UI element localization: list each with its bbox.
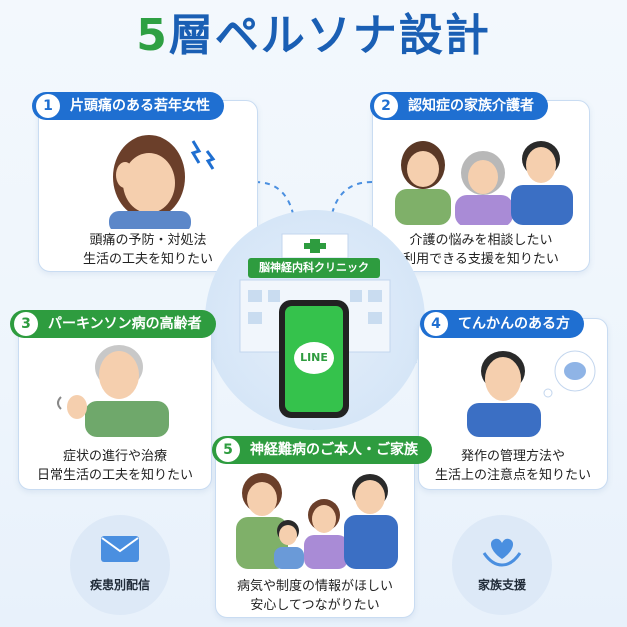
persona-card-4: 発作の管理方法や 生活上の注意点を知りたい [418,318,608,490]
persona-number-1: 1 [36,94,60,118]
title-text: 層ペルソナ設計 [168,10,491,61]
persona-5-line-1: 病気や制度の情報がほしい [236,579,393,594]
persona-4-line-2: 生活上の注意点を知りたい [434,468,591,483]
persona-card-2: 介護の悩みを相談したい 利用できる支援を知りたい [372,100,590,272]
feature-right-label: 家族支援 [477,578,526,592]
persona-title-1: 片頭痛のある若年女性 [70,98,210,114]
persona-card-1: 頭痛の予防・対処法 生活の工夫を知りたい [38,100,258,272]
persona-1-line-1: 頭痛の予防・対処法 [89,233,207,248]
persona-number-2: 2 [374,94,398,118]
persona-card-5: 病気や制度の情報がほしい 安心してつながりたい [215,438,415,618]
woman-headache-illustration [109,135,216,229]
persona-5-line-2: 安心してつながりたい [250,598,380,613]
persona-3-line-1: 症状の進行や治療 [62,449,167,464]
feature-family-support: 家族支援 [452,515,552,615]
persona-3-line-2: 日常生活の工夫を知りたい [36,468,193,483]
clinic-sign: 脳神経内科クリニック [248,258,380,278]
persona-4-line-1: 発作の管理方法や [460,449,565,464]
persona-2-line-1: 介護の悩みを相談したい [409,233,553,248]
elderly-man-illustration [57,345,169,437]
persona-title-2: 認知症の家族介護者 [408,98,534,114]
persona-number-4: 4 [424,312,448,336]
persona-number-5: 5 [216,438,240,462]
man-with-brain-thought-illustration [467,350,596,437]
persona-label-3: 3 パーキンソン病の高齢者 [10,310,216,338]
line-logo: LINE [294,342,334,374]
persona-1-line-2: 生活の工夫を知りたい [82,252,213,267]
persona-title-3: パーキンソン病の高齢者 [48,316,202,332]
persona-label-4: 4 てんかんのある方 [420,310,584,338]
smartphone: LINE [279,300,349,418]
persona-label-2: 2 認知症の家族介護者 [370,92,548,120]
persona-label-1: 1 片頭痛のある若年女性 [32,92,224,120]
family-illustration [236,473,398,569]
heart-hands-icon [482,538,522,567]
title-number: 5 [136,10,169,61]
envelope-icon [101,536,139,562]
caregiver-family-illustration [395,141,573,225]
persona-number-3: 3 [14,312,38,336]
feature-disease-delivery: 疾患別配信 [70,515,170,615]
feature-left-label: 疾患別配信 [89,578,150,592]
persona-title-5: 神経難病のご本人・ご家族 [250,442,418,458]
persona-title-4: てんかんのある方 [458,316,570,332]
persona-2-line-2: 利用できる支援を知りたい [403,252,559,267]
page-title: 5層ペルソナ設計 [0,6,627,66]
persona-card-3: 症状の進行や治療 日常生活の工夫を知りたい [18,318,212,490]
persona-label-5: 5 神経難病のご本人・ご家族 [212,436,432,464]
line-app-screen: LINE [285,306,343,412]
